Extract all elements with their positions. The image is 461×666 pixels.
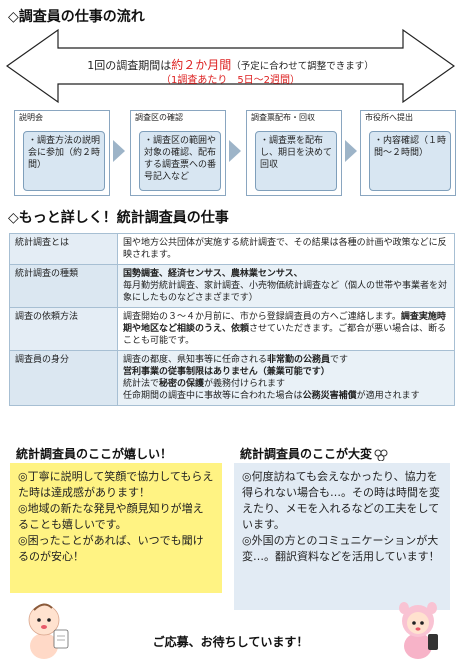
step-submit: 市役所へ提出 ・内容確認（１時間〜２時間） <box>360 110 456 196</box>
good-panel: ◎丁寧に説明して笑顔で協力してもらえた時は達成感があります！ ◎地域の新たな発見… <box>10 463 222 593</box>
list-item: ◎丁寧に説明して笑顔で協力してもらえた時は達成感があります！ <box>18 470 214 499</box>
list-item: ◎地域の新たな発見や顔見知りが増えることも嬉しいです。 <box>18 502 204 531</box>
row-value-text: 調査開始の３〜４か月前に、市から登録調査員の方へご連絡します。 <box>123 312 401 322</box>
row-value: 調査の都度、県知事等に任命される非常勤の公務員です営利事業の従事制限はありません… <box>117 350 455 406</box>
row-value-text: 調査の都度、県知事等に任命される <box>123 355 268 365</box>
step-text: ・内容確認（１時間〜２時間） <box>369 131 451 191</box>
table-row: 調査員の身分 調査の都度、県知事等に任命される非常勤の公務員です営利事業の従事制… <box>9 350 455 406</box>
row-value-text: 統計法で <box>123 379 160 389</box>
period-note: （予定に合わせて調整できます） <box>231 61 374 72</box>
step-area-check: 調査区の確認 ・調査区の範囲や対象の確認、配布する調査票への番号記入など <box>130 110 226 196</box>
table-row: 統計調査とは 国や地方公共団体が実施する統計調査で、その結果は各種の計画や政策な… <box>9 233 455 265</box>
baby-mascot-left-icon <box>28 603 69 659</box>
details-table: 統計調査とは 国や地方公共団体が実施する統計調査で、その結果は各種の計画や政策な… <box>9 233 455 406</box>
hard-title-wrap: 統計調査員のここが大変 <box>240 445 388 462</box>
step-text: ・調査区の範囲や対象の確認、配布する調査票への番号記入など <box>139 131 221 191</box>
row-key: 統計調査の種類 <box>9 264 118 308</box>
step-label: 市役所へ提出 <box>365 113 413 122</box>
row-value-text: が適用されます <box>356 391 420 401</box>
baby-mascot-right-icon <box>399 602 438 659</box>
row-key: 調査の依頼方法 <box>9 307 118 351</box>
step-briefing: 説明会 ・調査方法の説明会に参加（約２時間） <box>14 110 110 196</box>
closing-message: ご応募、お待ちしています！ <box>152 635 309 649</box>
table-row: 調査の依頼方法 調査開始の３〜４か月前に、市から登録調査員の方へご連絡します。調… <box>9 307 455 351</box>
period-line: 1回の調査期間は約２か月間（予定に合わせて調整できます） <box>0 56 461 73</box>
period-double-arrow <box>6 28 455 104</box>
row-value-bold: 営利事業の従事制限はありません（兼業可能です） <box>123 367 330 377</box>
row-value-text: が義務付けられます <box>204 379 286 389</box>
period-highlight: 約２か月間 <box>171 58 232 72</box>
step-label: 調査票配布・回収 <box>251 113 315 122</box>
row-value-text: させていただきます。ご都合が悪い場合は、断ることも可能です。 <box>123 324 447 346</box>
step-label: 調査区の確認 <box>135 113 183 122</box>
row-value: 国勢調査、経済センサス、農林業センサス、毎月勤労統計調査、家計調査、小売物価統計… <box>117 264 455 308</box>
row-value-text: 任命期間の調査中に事故等に合われた場合は <box>123 391 303 401</box>
step-text: ・調査方法の説明会に参加（約２時間） <box>23 131 105 191</box>
row-value-bold: 国勢調査、経済センサス、農林業センサス、 <box>123 269 303 279</box>
row-value-text: 毎月勤労統計調査、家計調査、小売物価統計調査など（個人の世帯や事業者を対象にした… <box>123 281 448 303</box>
row-value: 調査開始の３〜４か月前に、市から登録調査員の方へご連絡します。調査実施時期や地区… <box>117 307 455 351</box>
table-row: 統計調査の種類 国勢調査、経済センサス、農林業センサス、毎月勤労統計調査、家計調… <box>9 264 455 308</box>
step-arrow-icon <box>113 140 125 162</box>
step-label: 説明会 <box>19 113 43 122</box>
step-text: ・調査票を配布し、期日を決めて回収 <box>255 131 337 191</box>
hard-title: 統計調査員のここが大変 <box>240 447 373 461</box>
list-item: ◎困ったことがあれば、いつでも聞けるのが安心！ <box>18 534 204 563</box>
row-value: 国や地方公共団体が実施する統計調査で、その結果は各種の計画や政策などに反映されま… <box>117 233 455 265</box>
good-title: 統計調査員のここが嬉しい！ <box>16 447 173 461</box>
row-value-text: です <box>330 355 349 365</box>
row-value-bold: 調査実施時期や地区など相談のうえ、依頼 <box>123 312 446 334</box>
flower-icon <box>374 449 388 461</box>
step-arrow-icon <box>229 140 241 162</box>
details-title: ◇もっと詳しく！統計調査員の仕事 <box>8 210 229 226</box>
step-arrow-icon <box>345 140 357 162</box>
hard-panel: ◎何度訪ねても会えなかったり、協力を得られない場合も…。その時は時間を変えたり、… <box>234 463 450 610</box>
period-text: 1回の調査期間は <box>87 59 172 72</box>
row-key: 統計調査とは <box>9 233 118 265</box>
list-item: ◎何度訪ねても会えなかったり、協力を得られない場合も…。その時は時間を変えたり、… <box>242 470 440 531</box>
list-item: ◎外国の方とのコミュニケーションが大変…。翻訳資料などを活用しています！ <box>242 534 440 563</box>
row-key: 調査員の身分 <box>9 350 118 406</box>
step-distribute: 調査票配布・回収 ・調査票を配布し、期日を決めて回収 <box>246 110 342 196</box>
row-value-bold: 公務災害補償 <box>302 391 357 401</box>
flow-title: ◇調査員の仕事の流れ <box>8 9 145 25</box>
row-value-bold: 非常勤の公務員 <box>267 355 331 365</box>
row-value-bold: 秘密の保護 <box>159 379 205 389</box>
period-sub: （1調査あたり 5日〜2週間） <box>160 75 301 86</box>
